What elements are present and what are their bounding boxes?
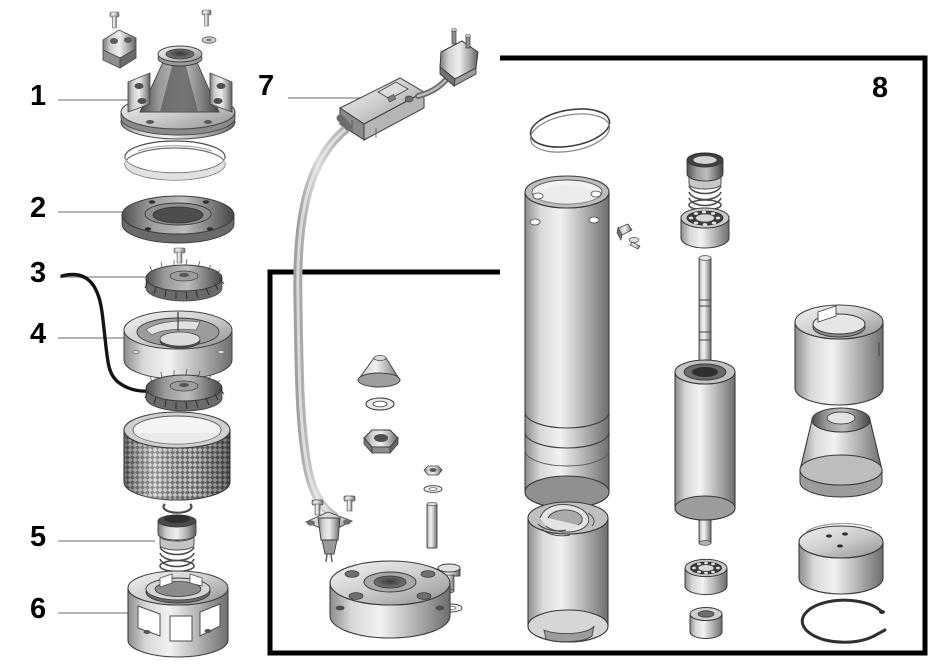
housing-key xyxy=(616,223,633,241)
diffuser-bowl xyxy=(123,310,233,380)
callout-number-1: 1 xyxy=(30,80,47,112)
stator-core xyxy=(527,501,609,643)
stator-o-ring xyxy=(529,108,611,153)
small-washer xyxy=(423,485,443,493)
bearing-carrier-ring xyxy=(794,304,884,406)
power-plug xyxy=(439,28,479,87)
callout-number-4: 4 xyxy=(30,318,47,350)
callout-number-3: 3 xyxy=(30,257,47,289)
motor-end-plate xyxy=(329,560,451,639)
small-nut xyxy=(423,465,443,476)
callout-number-6: 6 xyxy=(30,593,47,625)
dowel-pin xyxy=(426,501,438,549)
hex-nut xyxy=(363,429,399,455)
callout-number-2: 2 xyxy=(30,192,47,224)
upper-ball-bearing xyxy=(680,207,730,249)
group-box-outline xyxy=(267,55,928,656)
pump-housing-top xyxy=(120,45,236,140)
callout-number-7: 7 xyxy=(258,70,275,102)
power-cable-highlight xyxy=(296,126,349,518)
washer-small xyxy=(201,36,217,44)
housing-screw xyxy=(628,237,641,250)
mechanical-seal xyxy=(157,514,197,551)
strainer-sleeve xyxy=(123,411,231,501)
motor-housing-tube xyxy=(524,175,610,509)
cable-clamp-bracket xyxy=(102,29,137,69)
motor-end-cap xyxy=(798,522,884,595)
lower-ball-bearing xyxy=(684,558,728,596)
gland-screw-left xyxy=(311,499,324,516)
impeller-screw xyxy=(173,247,186,264)
o-ring-large xyxy=(124,140,226,181)
impeller-lower xyxy=(144,368,225,412)
cable-gland xyxy=(304,511,354,563)
rotor-body xyxy=(674,359,736,521)
suction-bracket xyxy=(127,570,229,658)
upper-seal-cup xyxy=(686,152,724,190)
cone-cap xyxy=(357,355,401,388)
hex-screw-small-right xyxy=(201,9,212,27)
circlip-large xyxy=(800,598,887,644)
shaft-bushing xyxy=(689,607,723,639)
retaining-clip-c xyxy=(162,503,193,514)
leader-3-curve xyxy=(60,272,154,393)
hex-screw-small-left xyxy=(109,11,120,29)
callout-number-8: 8 xyxy=(872,72,889,104)
callout-number-5: 5 xyxy=(30,521,47,553)
gland-screw-right xyxy=(343,495,356,512)
diffuser-plate xyxy=(121,195,235,244)
tapered-bush xyxy=(799,407,883,498)
impeller-upper xyxy=(144,258,225,302)
flat-washer xyxy=(365,397,395,411)
